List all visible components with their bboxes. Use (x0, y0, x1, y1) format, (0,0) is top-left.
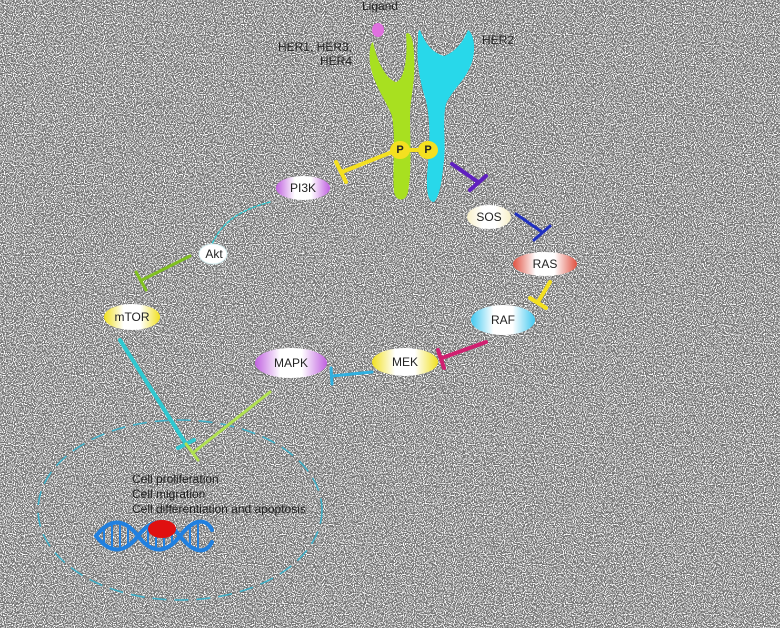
arrow-pi3k-akt (211, 201, 271, 245)
mapk-node (255, 348, 327, 378)
cell-effect-migration: Cell migration (132, 487, 206, 501)
arrow-ras-raf (528, 280, 552, 310)
cell-effect-proliferation: Cell proliferation (132, 472, 219, 486)
arrow-p-sos (450, 162, 488, 192)
arrow-raf-mek (436, 340, 488, 370)
cell-effect-differentiation: Cell differentiation and apoptosis (132, 502, 306, 516)
arrow-mapk-nucleus (184, 390, 272, 462)
phospho-a (390, 141, 410, 159)
dna-helix-icon (94, 519, 214, 553)
ligand-blob (372, 23, 384, 37)
mek-node (372, 348, 438, 376)
ras-label: RAS (532, 257, 558, 271)
her-family-line-1: HER1, HER3, (277, 40, 352, 54)
arrow-p-pi3k (334, 150, 394, 184)
mapk-label: MAPK (273, 356, 309, 370)
cell-effects-list: Cell proliferation Cell migration Cell d… (132, 472, 306, 517)
phospho-b (418, 141, 438, 159)
arrow-sos-ras (514, 212, 552, 242)
arrow-mek-mapk (329, 366, 374, 386)
mtor-node (104, 304, 160, 330)
akt-label: Akt (205, 247, 223, 261)
her-family-line-2: HER4 (319, 54, 352, 68)
phospho-b-label: P (424, 144, 432, 156)
mtor-label: mTOR (114, 310, 150, 324)
sos-node (467, 205, 511, 229)
ligand-label: Ligand (361, 0, 399, 13)
ras-node (513, 252, 577, 276)
raf-node (471, 305, 535, 335)
nucleus-outline (37, 419, 323, 601)
pi3k-node (276, 176, 330, 200)
phospho-a-label: P (396, 144, 404, 156)
her2-label: HER2 (482, 33, 515, 47)
sos-label: SOS (476, 210, 502, 224)
her2-receptor (417, 30, 475, 202)
akt-node (198, 243, 228, 265)
pi3k-label: PI3K (289, 181, 317, 195)
arrow-akt-mtor (134, 254, 192, 292)
mek-label: MEK (391, 355, 419, 369)
her-family-label: HER1, HER3, HER4 (262, 40, 352, 68)
raf-label: RAF (491, 313, 515, 327)
